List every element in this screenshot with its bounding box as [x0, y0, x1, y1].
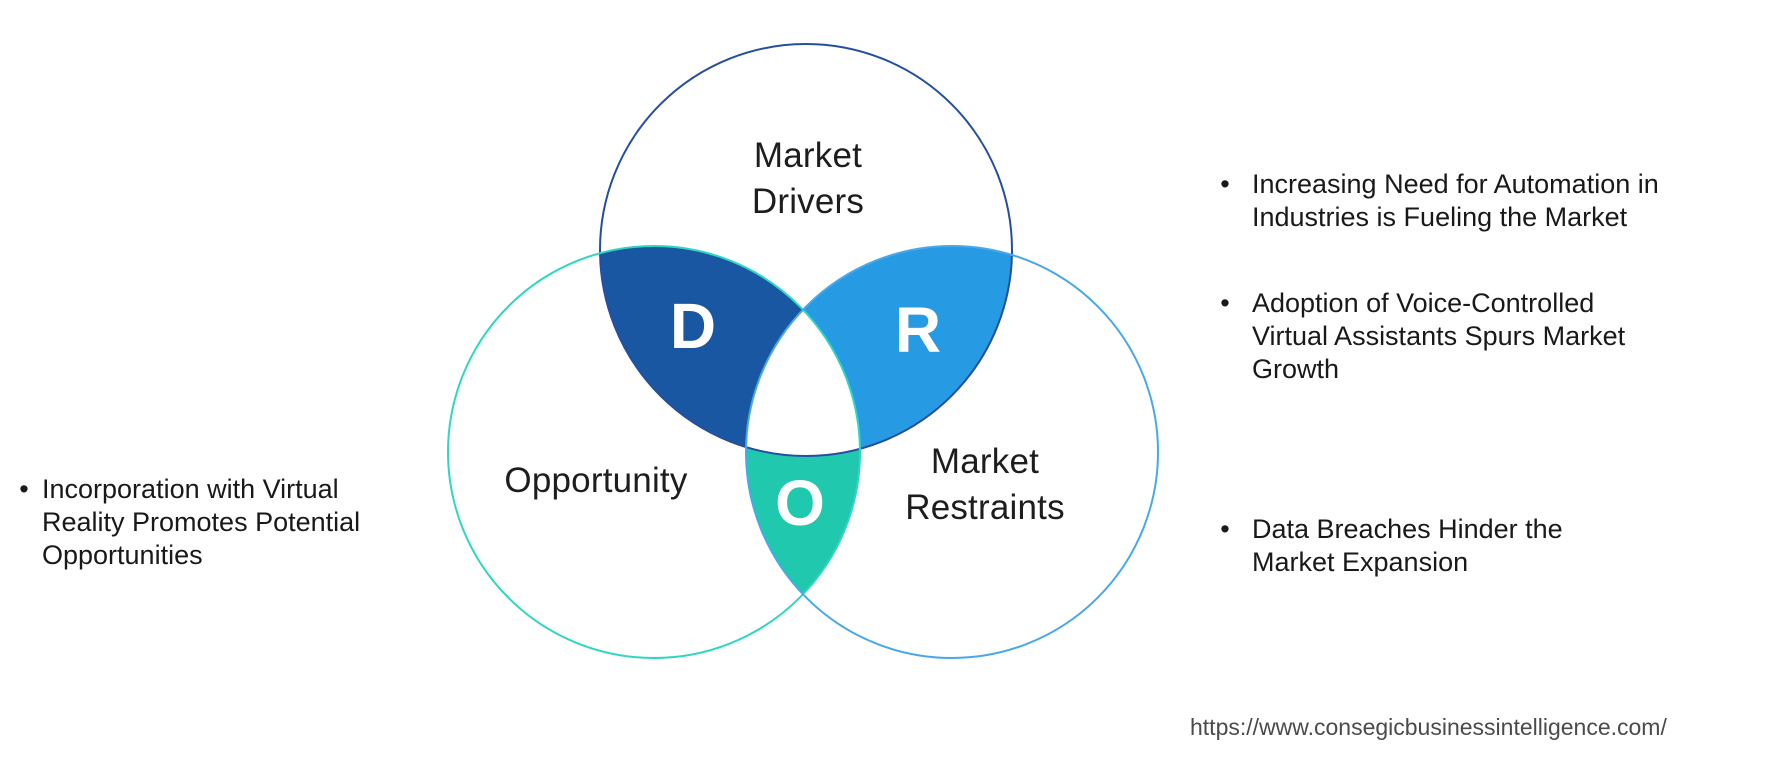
note-line: Adoption of Voice-Controlled	[1252, 288, 1595, 318]
note-line: Virtual Assistants Spurs Market	[1252, 321, 1626, 351]
note-line: Industries is Fueling the Market	[1252, 202, 1628, 232]
restraint-note-text: Data Breaches Hinder the Market Expansio…	[1252, 513, 1563, 579]
opportunity-label-line1: Opportunity	[504, 461, 688, 500]
bullet-icon: •	[19, 474, 29, 504]
opportunity-label: Opportunity	[446, 458, 746, 504]
bullet-icon: •	[1220, 514, 1230, 544]
opportunity-note: • Incorporation with Virtual Reality Pro…	[12, 473, 360, 572]
market-restraints-circle-outline	[745, 245, 1159, 659]
market-drivers-label-line1: Market	[753, 136, 863, 175]
market-drivers-label-line2: Drivers	[751, 182, 865, 221]
note-line: Reality Promotes Potential	[42, 507, 361, 537]
note-line: Increasing Need for Automation in	[1252, 169, 1659, 199]
market-restraints-label-line2: Restraints	[905, 488, 1065, 527]
drivers-letter: D	[669, 290, 717, 362]
opportunity-circle-outline	[447, 245, 861, 659]
opportunity-letter: O	[775, 467, 825, 539]
market-drivers-circle-outline	[599, 43, 1013, 457]
source-url[interactable]: https://www.consegicbusinessintelligence…	[1190, 714, 1667, 740]
driver-note-2: • Adoption of Voice-Controlled Virtual A…	[1211, 287, 1625, 386]
driver-note-1-text: Increasing Need for Automation in Indust…	[1252, 168, 1659, 234]
note-line: Growth	[1252, 354, 1340, 384]
bullet-icon: •	[1220, 169, 1230, 199]
driver-note-1: • Increasing Need for Automation in Indu…	[1211, 168, 1659, 234]
driver-note-2-text: Adoption of Voice-Controlled Virtual Ass…	[1252, 287, 1625, 386]
note-line: Market Expansion	[1252, 547, 1469, 577]
market-restraints-label-line1: Market	[930, 442, 1040, 481]
market-restraints-label: Market Restraints	[835, 439, 1135, 531]
note-line: Opportunities	[42, 540, 203, 570]
opportunity-note-text: Incorporation with Virtual Reality Promo…	[42, 473, 360, 572]
bullet-icon: •	[1220, 288, 1230, 318]
note-line: Incorporation with Virtual	[42, 474, 339, 504]
note-line: Data Breaches Hinder the	[1252, 514, 1563, 544]
restraint-note: • Data Breaches Hinder the Market Expans…	[1211, 513, 1563, 579]
market-drivers-label: Market Drivers	[658, 133, 958, 225]
restraints-letter: R	[894, 294, 942, 366]
